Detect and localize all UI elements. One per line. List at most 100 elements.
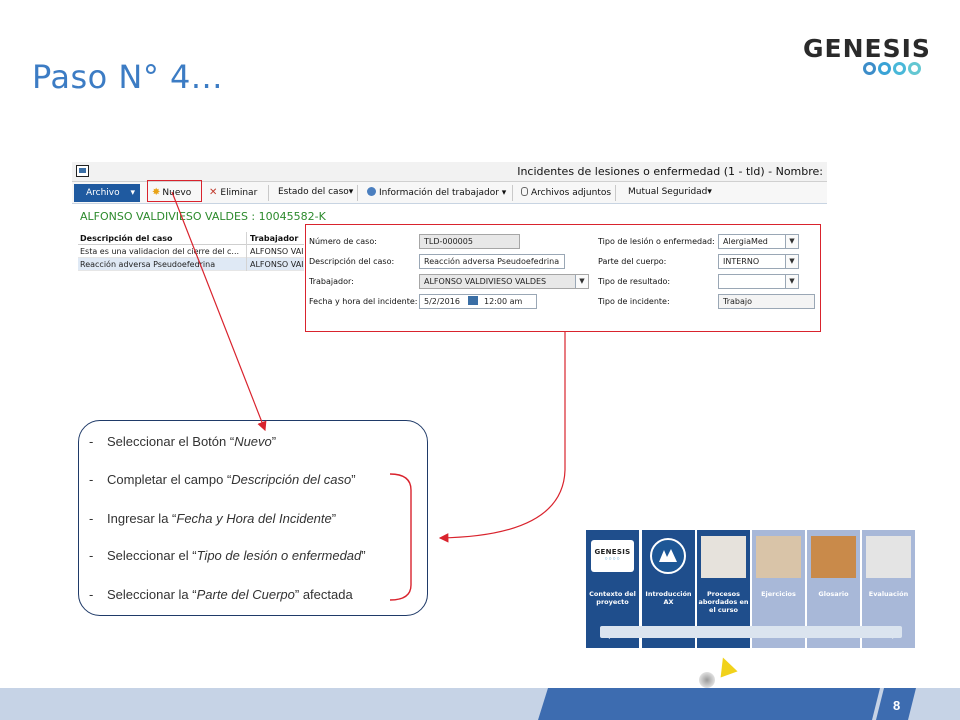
estado-caso-menu[interactable]: Estado del caso▾ (278, 187, 353, 197)
mutual-label: Mutual Seguridad (628, 187, 708, 197)
archivo-label: Archivo (86, 188, 120, 198)
case-form: Número de caso: TLD-000005 Descripción d… (304, 225, 824, 310)
eliminar-button[interactable]: ✕Eliminar (209, 187, 257, 198)
fecha-hora-input[interactable]: 5/2/2016 12:00 am (419, 294, 537, 309)
genesis-logo: GENESIS (803, 36, 933, 80)
mini-logo-word: GENESIS (594, 548, 631, 556)
step-2: -Completar el campo “Descripción del cas… (89, 472, 356, 487)
ribbon-divider (268, 185, 269, 201)
numero-caso-label: Número de caso: (309, 237, 377, 246)
hora-value: 12:00 am (484, 297, 523, 306)
ribbon-divider (512, 185, 513, 201)
cell-descripcion: Esta es una validacion del cierre del c.… (80, 247, 240, 256)
trabajador-value: ALFONSO VALDIVIESO VALDES (424, 277, 547, 286)
ribbon-divider (357, 185, 358, 201)
table-row[interactable]: Esta es una validacion del cierre del c.… (78, 245, 304, 258)
tipo-resultado-select[interactable]: ▼ (718, 274, 799, 289)
step-2-emphasis: Descripción del caso (231, 472, 352, 487)
form-highlight-box (305, 224, 821, 332)
caret-down-icon: ▾ (498, 188, 507, 198)
numero-caso-field[interactable]: TLD-000005 (419, 234, 520, 249)
nav-tile-label: Introducción AX (645, 590, 692, 606)
nav-tile-label: Glosario (818, 590, 849, 598)
attachment-icon (521, 187, 528, 196)
parte-cuerpo-select[interactable]: INTERNO ▼ (718, 254, 799, 269)
ribbon-divider (615, 185, 616, 201)
tipo-lesion-select[interactable]: AlergiaMed ▼ (718, 234, 799, 249)
nav-tile-label: Evaluación (868, 590, 909, 598)
table-row-selected[interactable]: Reacción adversa Pseudoefedrina ALFONSO … (78, 258, 304, 271)
tipo-incidente-label: Tipo de incidente: (598, 297, 670, 306)
logo-wordmark: GENESIS (803, 34, 931, 63)
nav-tile-label: Contexto del proyecto (589, 590, 636, 606)
info-trabajador-label: Información del trabajador (379, 188, 499, 198)
hands-photo-icon (701, 536, 746, 578)
nav-tile-label: Procesos abordados en el curso (698, 590, 749, 614)
fecha-hora-label: Fecha y hora del incidente: (309, 297, 418, 306)
trabajador-label: Trabajador: (309, 277, 354, 286)
dynamics-ax-icon (650, 538, 686, 574)
delete-x-icon: ✕ (209, 187, 218, 198)
step-1-emphasis: Nuevo (234, 434, 272, 449)
cell-descripcion: Reacción adversa Pseudoefedrina (80, 260, 216, 269)
pen-photo-icon (866, 536, 911, 578)
mutual-seguridad-menu[interactable]: Mutual Seguridad▾ (628, 187, 712, 197)
instructions-box: -Seleccionar el Botón “Nuevo” -Completar… (78, 420, 428, 616)
descripcion-caso-input[interactable]: Reacción adversa Pseudoefedrina (419, 254, 565, 269)
parte-cuerpo-label: Parte del cuerpo: (598, 257, 667, 266)
chevron-down-icon[interactable]: ▼ (575, 275, 588, 288)
caret-down-icon: ▾ (707, 187, 712, 197)
column-header-trabajador[interactable]: Trabajador (246, 232, 304, 245)
book-photo-icon (811, 536, 856, 578)
new-sun-icon: ✸ (152, 187, 161, 198)
app-icon (76, 165, 89, 177)
step-5-emphasis: Parte del Cuerpo (196, 587, 295, 602)
fecha-value: 5/2/2016 (424, 297, 460, 306)
logo-rings-icon (863, 62, 921, 75)
chevron-down-icon[interactable]: ▼ (785, 235, 798, 248)
double-arrow-icon (600, 627, 902, 639)
column-header-descripcion[interactable]: Descripción del caso (80, 234, 173, 243)
eliminar-label: Eliminar (220, 188, 258, 198)
archivo-menu-button[interactable]: Archivo ▾ (74, 184, 140, 202)
user-icon (367, 187, 376, 196)
grid-header-row: Descripción del caso Trabajador (78, 232, 304, 245)
worker-heading: ALFONSO VALDIVIESO VALDES : 10045582-K (80, 210, 326, 223)
step-4-emphasis: Tipo de lesión o enfermedad (196, 548, 362, 563)
chevron-down-icon[interactable]: ▼ (785, 275, 798, 288)
genesis-mini-logo: GENESIS ○○○○ (591, 540, 634, 572)
estado-label: Estado del caso (278, 187, 349, 197)
calendar-icon[interactable] (468, 296, 479, 305)
arrow-to-steps-2-5 (438, 332, 566, 543)
archivos-adjuntos-button[interactable]: Archivos adjuntos (521, 187, 611, 198)
chevron-down-icon[interactable]: ▼ (785, 255, 798, 268)
nuevo-highlight-box (147, 180, 202, 202)
tipo-incidente-field[interactable]: Trabajo (718, 294, 815, 309)
step-1: -Seleccionar el Botón “Nuevo” (89, 434, 277, 449)
cases-grid: Descripción del caso Trabajador Esta es … (78, 232, 304, 271)
step-3-emphasis: Fecha y Hora del Incidente (176, 511, 332, 526)
step-4: -Seleccionar el “Tipo de lesión o enferm… (89, 548, 366, 563)
cursor-pointer-icon (714, 654, 738, 678)
step-5: -Seleccionar la “Parte del Cuerpo” afect… (89, 587, 353, 602)
window-title: Incidentes de lesiones o enfermedad (1 -… (517, 165, 823, 178)
nav-tile-label: Ejercicios (761, 590, 796, 598)
tipo-lesion-label: Tipo de lesión o enfermedad: (598, 237, 715, 246)
descripcion-caso-label: Descripción del caso: (309, 257, 395, 266)
nav-progress-bar (600, 626, 902, 639)
parte-cuerpo-value: INTERNO (723, 257, 760, 266)
page-number: 8 (893, 698, 901, 713)
cell-trabajador: ALFONSO VAI (246, 245, 304, 258)
caret-down-icon: ▾ (348, 187, 354, 197)
slide-title: Paso N° 4... (32, 58, 223, 96)
rings-icon: ○○○○ (604, 556, 621, 562)
footer-band (0, 688, 960, 720)
trabajador-select[interactable]: ALFONSO VALDIVIESO VALDES ▼ (419, 274, 589, 289)
cell-trabajador: ALFONSO VAI (246, 258, 304, 271)
tipo-resultado-label: Tipo de resultado: (598, 277, 671, 286)
handshake-photo-icon (756, 536, 801, 578)
info-trabajador-menu[interactable]: Información del trabajador ▾ (367, 187, 506, 198)
tipo-lesion-value: AlergiaMed (723, 237, 768, 246)
cursor-shadow (699, 672, 715, 688)
window-titlebar: Incidentes de lesiones o enfermedad (1 -… (72, 162, 827, 182)
